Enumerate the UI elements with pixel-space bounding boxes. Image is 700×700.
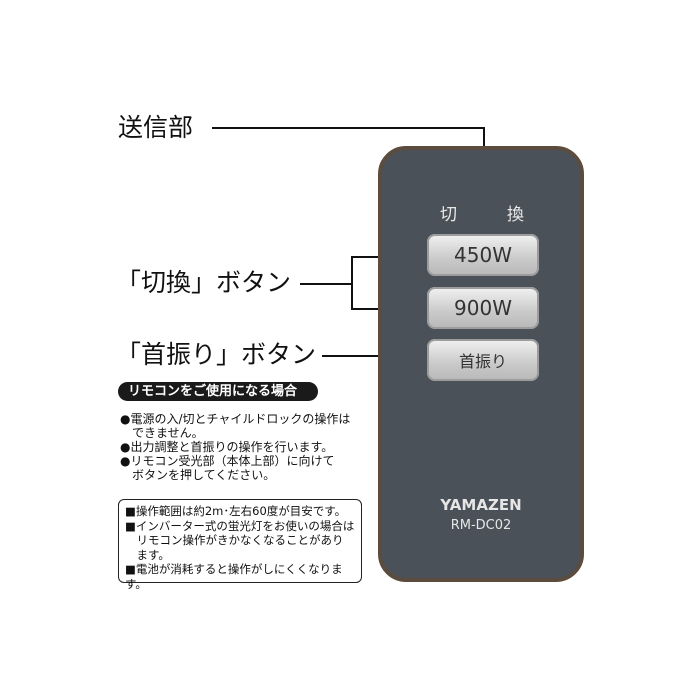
- swing-button[interactable]: 首振り: [427, 339, 539, 381]
- usage-bullet: ●電源の入/切とチャイルドロックの操作は: [120, 412, 351, 426]
- switch-leader-line: [300, 283, 352, 285]
- transmitter-label: 送信部: [118, 113, 194, 142]
- switch-label-char: 切: [440, 205, 457, 225]
- switch-button-label: 「切換」ボタン: [116, 268, 292, 297]
- usage-header: リモコンをご使用になる場合: [118, 382, 318, 401]
- usage-bullet: ●リモコン受光部（本体上部）に向けて: [120, 454, 335, 468]
- usage-bullet: ボタンを押してください。: [120, 468, 276, 482]
- brand-logo: YAMAZEN: [440, 496, 522, 514]
- usage-bullets: ●電源の入/切とチャイルドロックの操作は できません。 ●出力調整と首振りの操作…: [120, 412, 350, 482]
- transmitter-leader-drop: [483, 127, 485, 147]
- note: リモコン操作がきかなくなることがあり: [125, 533, 344, 547]
- note: ■インバーター式の蛍光灯をお使いの場合は: [125, 518, 355, 533]
- model-number: RM-DC02: [450, 518, 512, 533]
- note: ■操作範囲は約2m･左右60度が目安です。: [125, 504, 347, 518]
- swing-button-label: 「首振り」ボタン: [116, 340, 317, 369]
- note: ます。: [125, 547, 170, 562]
- note: ■電池が消耗すると操作がしにくくなります。: [125, 562, 343, 591]
- usage-bullet: できません。: [120, 426, 204, 440]
- switch-label-char: 換: [507, 205, 524, 225]
- transmitter-leader-line: [212, 127, 484, 129]
- notes-box: ■操作範囲は約2m･左右60度が目安です。 ■インバーター式の蛍光灯をお使いの場…: [118, 499, 362, 591]
- usage-bullet: ●出力調整と首振りの操作を行います。: [120, 440, 334, 454]
- 900w-button[interactable]: 900W: [427, 287, 539, 329]
- switch-section-label: 切 換: [440, 200, 524, 225]
- 450w-button[interactable]: 450W: [427, 234, 539, 276]
- switch-bracket: [351, 256, 353, 309]
